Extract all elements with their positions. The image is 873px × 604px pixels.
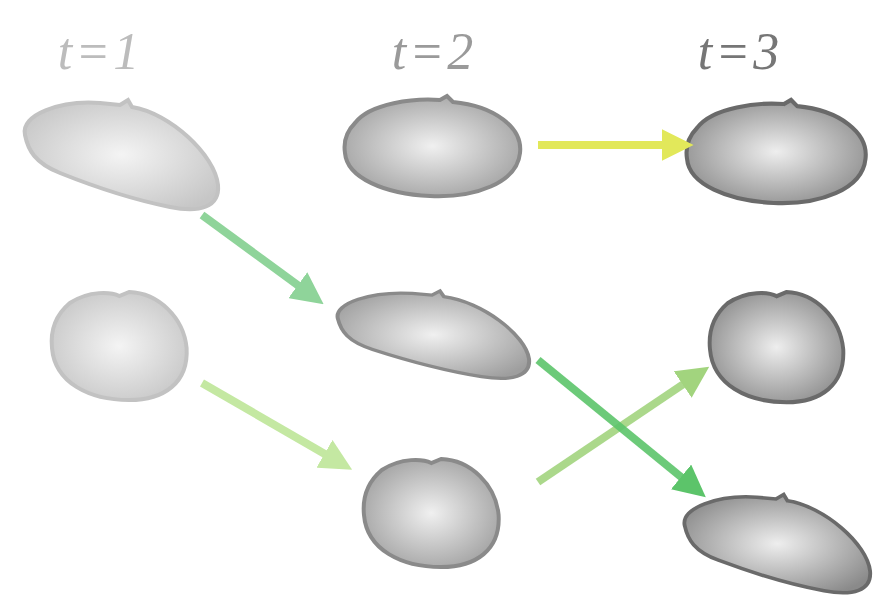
track-arrow	[202, 215, 303, 289]
blob-shape	[364, 459, 499, 567]
track-arrow	[538, 141, 668, 149]
time-label: t=1	[58, 26, 143, 78]
time-label: t=3	[698, 26, 783, 78]
blob-shape	[52, 292, 187, 400]
blob-shape	[25, 100, 219, 209]
blob-shape	[338, 291, 530, 378]
blob-shape	[345, 96, 521, 196]
blob-shape	[710, 292, 844, 402]
track-arrow	[538, 360, 686, 481]
blob-shape	[687, 100, 866, 203]
track-arrow	[202, 383, 330, 457]
blob-shape	[684, 495, 870, 593]
time-label: t=2	[392, 26, 477, 78]
